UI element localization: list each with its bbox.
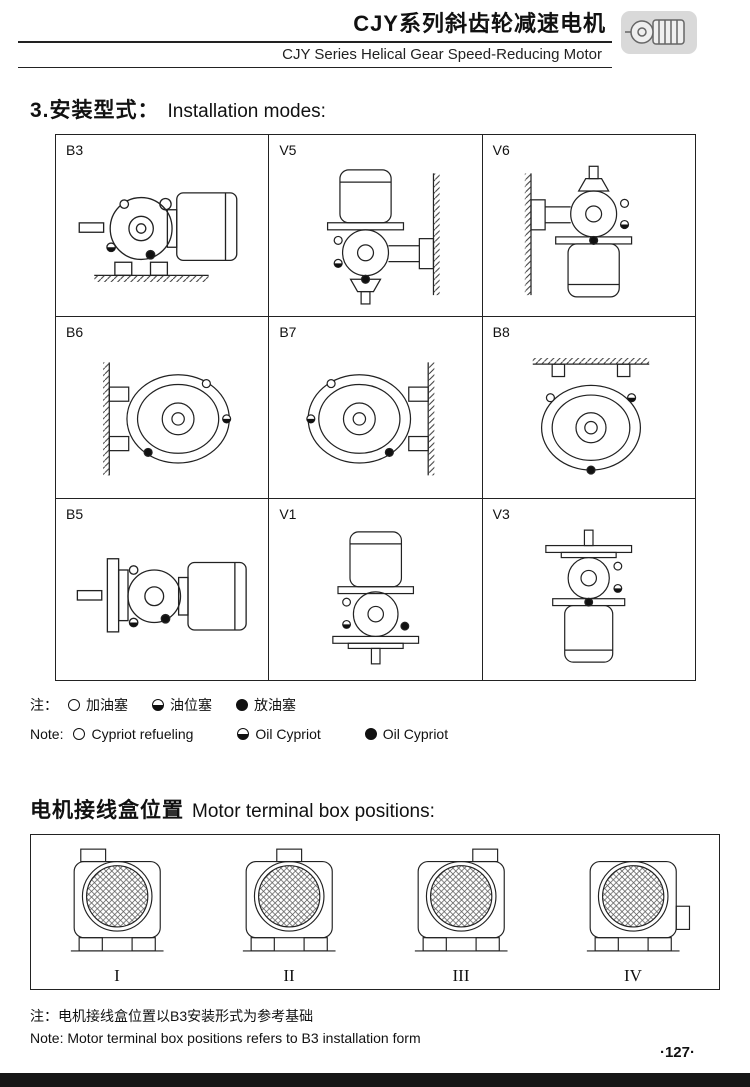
install-mode-cell-v1: V1 <box>269 499 483 681</box>
b3-foot-mounted-drawing <box>79 191 238 282</box>
installation-heading-cn: 3.安装型式： <box>30 99 160 122</box>
mode-label: V5 <box>279 142 297 158</box>
motor-front-drawing-position-4 <box>586 860 690 952</box>
position-label: III <box>452 966 470 985</box>
terminal-position-2: II <box>203 835 375 989</box>
b5-flange-mounted-drawing <box>77 557 248 633</box>
mode-label: B8 <box>492 324 510 340</box>
position-label: IV <box>624 966 642 985</box>
position-label: I <box>114 966 120 985</box>
terminal-heading-en: Motor terminal box positions: <box>192 801 435 822</box>
mode-label: V3 <box>492 506 510 522</box>
legend-item-fill-plug: 加油塞 <box>68 695 128 715</box>
legend-label: 放油塞 <box>254 697 296 713</box>
half-circle-icon <box>152 699 164 711</box>
motor-front-drawing-position-3 <box>414 848 508 952</box>
install-mode-cell-b5: B5 <box>56 499 270 681</box>
motor-logo-icon <box>620 8 698 56</box>
b7-front-view-drawing <box>306 361 435 475</box>
legend-item-fill-plug-en: Cypriot refueling <box>73 726 193 742</box>
v6-wall-mounted-drawing <box>524 165 632 297</box>
install-mode-cell-b8: B8 <box>482 317 696 499</box>
half-circle-icon <box>237 728 250 740</box>
install-mode-cell-v5: V5 <box>269 135 483 317</box>
b6-front-view-drawing <box>103 361 232 475</box>
motor-front-drawing-position-2 <box>242 848 336 952</box>
filled-circle-icon <box>236 699 248 711</box>
mode-label: V6 <box>492 142 510 158</box>
legend-label: Cypriot refueling <box>91 726 194 742</box>
legend-label: 油位塞 <box>170 697 212 713</box>
v1-shaft-down-drawing <box>332 530 419 664</box>
v3-shaft-up-drawing <box>545 529 633 663</box>
v5-wall-mounted-drawing <box>327 168 440 305</box>
header-rules: CJY系列斜齿轮减速电机 CJY Series Helical Gear Spe… <box>18 6 612 68</box>
position-label: II <box>283 966 295 985</box>
footer-bar <box>0 1073 750 1087</box>
installation-heading-en: Installation modes: <box>167 101 326 122</box>
terminal-heading-cn: 电机接线盒位置 <box>30 799 184 822</box>
terminal-positions-panel: I II <box>30 834 720 990</box>
page-subtitle-en: CJY Series Helical Gear Speed-Reducing M… <box>18 43 612 68</box>
open-circle-icon <box>68 699 80 711</box>
plug-legend: 注： 加油塞 油位塞 放油塞 Note: Cypriot refueling O… <box>30 695 750 742</box>
terminal-position-3: III <box>375 835 547 989</box>
legend-label: 加油塞 <box>86 697 128 713</box>
filled-circle-icon <box>364 728 377 740</box>
legend-prefix-cn: 注： <box>30 697 58 713</box>
mode-label: B7 <box>279 324 297 340</box>
page-title-cn: CJY系列斜齿轮减速电机 <box>18 6 612 43</box>
legend-row-en: Note: Cypriot refueling Oil Cypriot Oil … <box>30 726 750 742</box>
legend-prefix-en: Note: <box>30 726 64 742</box>
legend-label: Oil Cypriot <box>382 726 449 742</box>
terminal-position-1: I <box>31 835 203 989</box>
b8-ceiling-mounted-drawing <box>532 357 649 475</box>
page-header: CJY系列斜齿轮减速电机 CJY Series Helical Gear Spe… <box>0 0 750 68</box>
legend-item-level-plug-en: Oil Cypriot <box>237 726 321 742</box>
terminal-note-en: Note: Motor terminal box positions refer… <box>30 1029 421 1046</box>
mode-label: B3 <box>66 142 84 158</box>
terminal-note-cn: 注：电机接线盒位置以B3安装形式为参考基础 <box>30 1008 314 1024</box>
install-mode-cell-v6: V6 <box>482 135 696 317</box>
mode-label: B6 <box>66 324 84 340</box>
mode-label: V1 <box>279 506 297 522</box>
open-circle-icon <box>73 728 86 740</box>
terminal-box-heading: 电机接线盒位置 Motor terminal box positions: <box>30 794 750 824</box>
legend-row-cn: 注： 加油塞 油位塞 放油塞 <box>30 695 750 715</box>
legend-item-level-plug: 油位塞 <box>152 695 212 715</box>
page-number: ·127· <box>659 1044 695 1061</box>
legend-label: Oil Cypriot <box>255 726 321 742</box>
mode-label: B5 <box>66 506 84 522</box>
motor-front-drawing-position-1 <box>70 848 164 952</box>
terminal-position-4: IV <box>547 835 719 989</box>
installation-modes-grid: B3 <box>55 134 696 681</box>
legend-item-drain-plug: 放油塞 <box>236 695 296 715</box>
installation-heading: 3.安装型式： Installation modes: <box>30 94 750 124</box>
legend-item-drain-plug-en: Oil Cypriot <box>364 726 449 742</box>
install-mode-cell-b7: B7 <box>269 317 483 499</box>
terminal-notes: 注：电机接线盒位置以B3安装形式为参考基础 Note: Motor termin… <box>30 1006 750 1049</box>
install-mode-cell-b6: B6 <box>56 317 270 499</box>
install-mode-cell-v3: V3 <box>482 499 696 681</box>
install-mode-cell-b3: B3 <box>56 135 270 317</box>
